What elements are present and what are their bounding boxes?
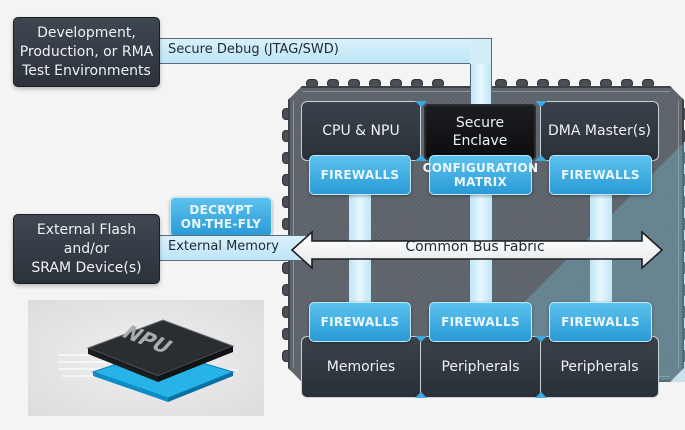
memory-device-line-1: External Flash — [36, 221, 137, 238]
enclave-line-2: Enclave — [452, 133, 508, 149]
debug-connector-corner — [470, 38, 492, 64]
bus-arrow-shape — [290, 230, 664, 270]
cpu-npu-label: CPU & NPU — [322, 123, 400, 139]
external-memory-label: External Memory — [168, 239, 279, 254]
test-env-line-2: Production, or RMA — [19, 43, 154, 60]
npu-die-edge — [158, 346, 233, 382]
firewalls-badge-dma: FIREWALLS — [549, 155, 652, 195]
peripherals-label: Peripherals — [560, 359, 639, 375]
firewalls-label: FIREWALLS — [441, 315, 520, 329]
npu-substrate-edge — [93, 372, 168, 402]
peripherals-label: Peripherals — [441, 359, 520, 375]
configuration-matrix-badge: CONFIGURATION MATRIX — [423, 155, 538, 195]
common-bus-fabric-label: Common Bus Fabric — [405, 239, 545, 255]
decrypt-line-1: DECRYPT — [189, 203, 253, 217]
test-env-line-3: Test Environments — [22, 62, 151, 79]
memory-device-line-3: SRAM Device(s) — [31, 259, 142, 276]
decrypt-line-2: ON-THE-FLY — [180, 217, 262, 231]
peripherals-module-1: Peripherals — [420, 336, 541, 398]
firewalls-badge-peripherals-1: FIREWALLS — [429, 302, 532, 342]
secure-enclave-module: Secure Enclave — [424, 104, 536, 160]
connector-marker — [535, 155, 547, 161]
connector-marker — [535, 336, 547, 342]
config-matrix-line-2: MATRIX — [453, 175, 508, 189]
connector-marker — [415, 392, 427, 398]
connector-marker — [415, 155, 427, 161]
memories-module: Memories — [301, 336, 421, 398]
firewalls-label: FIREWALLS — [320, 315, 400, 329]
config-matrix-line-1: CONFIGURATION — [422, 161, 539, 175]
connector-marker — [415, 336, 427, 342]
firewalls-badge-cpu: FIREWALLS — [309, 155, 411, 195]
external-memory-connector — [150, 235, 310, 261]
firewalls-badge-peripherals-2: FIREWALLS — [549, 302, 652, 342]
test-env-line-1: Development, — [37, 24, 136, 41]
dma-master-label: DMA Master(s) — [548, 123, 651, 139]
memory-device-line-2: and/or — [63, 240, 110, 257]
firewalls-badge-memories: FIREWALLS — [309, 302, 411, 342]
npu-chip-illustration: NPU — [28, 300, 264, 416]
external-memory-device-box: External Flash and/or SRAM Device(s) — [13, 214, 160, 284]
memories-label: Memories — [326, 359, 396, 375]
firewalls-label: FIREWALLS — [561, 315, 640, 329]
cpu-npu-module: CPU & NPU — [301, 101, 421, 161]
firewalls-label: FIREWALLS — [320, 168, 400, 182]
peripherals-module-2: Peripherals — [540, 336, 659, 398]
common-bus-fabric-arrow — [290, 230, 664, 270]
connector-marker — [535, 101, 547, 107]
decrypt-on-the-fly-badge: DECRYPT ON-THE-FLY — [170, 197, 272, 237]
test-environments-box: Development, Production, or RMA Test Env… — [13, 17, 160, 87]
enclave-line-1: Secure — [455, 115, 505, 131]
npu-chip-graphic: NPU — [58, 319, 238, 402]
secure-debug-label: Secure Debug (JTAG/SWD) — [168, 42, 339, 57]
firewalls-label: FIREWALLS — [561, 168, 640, 182]
connector-marker — [535, 392, 547, 398]
npu-substrate-edge — [168, 372, 233, 402]
npu-die-edge — [88, 348, 158, 382]
connector-marker — [415, 101, 427, 107]
dma-master-module: DMA Master(s) — [540, 101, 659, 161]
